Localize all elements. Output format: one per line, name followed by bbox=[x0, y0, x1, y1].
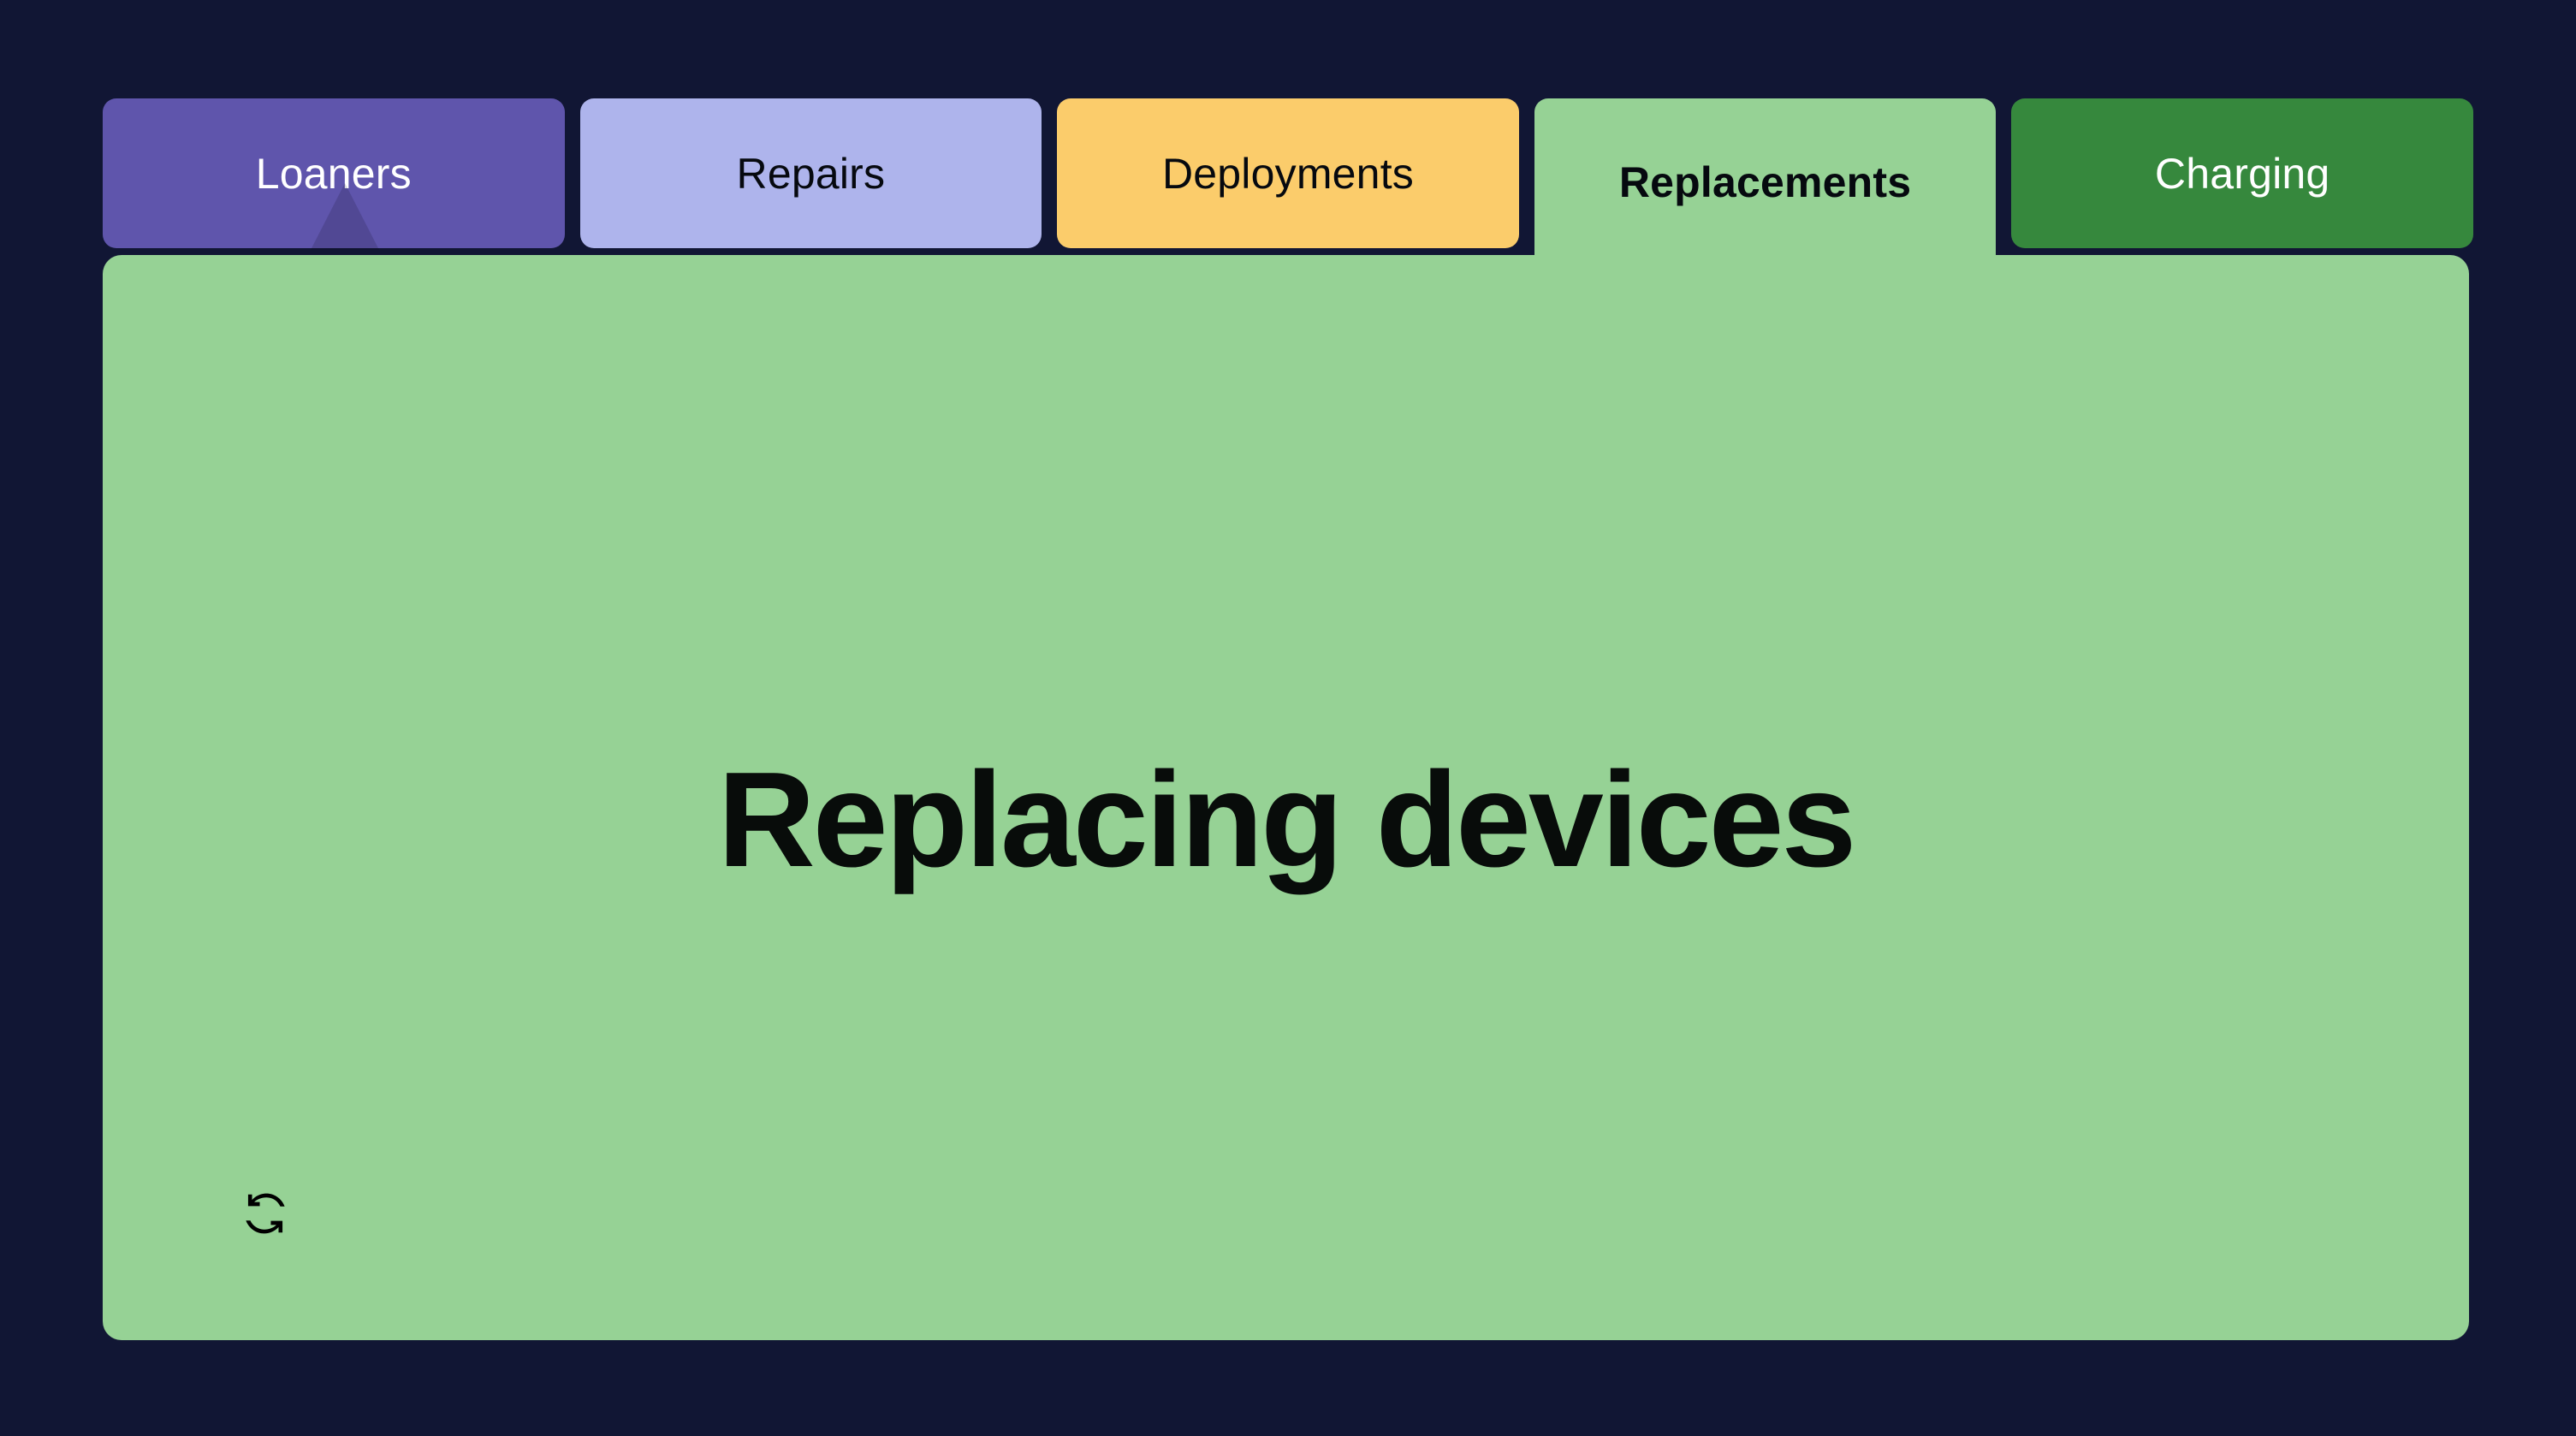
tab-loaners[interactable]: Loaners bbox=[103, 98, 565, 248]
tab-repairs[interactable]: Repairs bbox=[579, 98, 1042, 248]
tab-deployments[interactable]: Deployments bbox=[1057, 98, 1519, 248]
refresh-button[interactable] bbox=[235, 1184, 295, 1243]
tab-charging-label: Charging bbox=[2154, 149, 2330, 198]
tab-repairs-label: Repairs bbox=[736, 149, 886, 198]
refresh-icon bbox=[237, 1185, 294, 1242]
content-panel: Replacing devices bbox=[103, 255, 2469, 1340]
tab-deployments-label: Deployments bbox=[1161, 149, 1414, 198]
tab-replacements[interactable]: Replacements bbox=[1534, 98, 1997, 265]
tab-replacements-label: Replacements bbox=[1618, 157, 1912, 206]
tab-charging[interactable]: Charging bbox=[2011, 98, 2473, 248]
tab-bar: Loaners Repairs Deployments Replacements… bbox=[103, 98, 2473, 265]
page-title: Replacing devices bbox=[717, 745, 1857, 895]
tab-loaners-label: Loaners bbox=[255, 149, 412, 198]
